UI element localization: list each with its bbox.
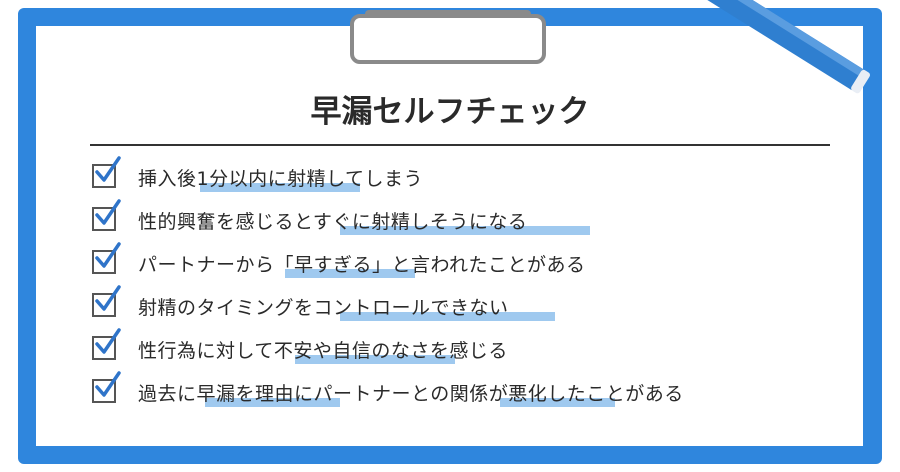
checklist-item-text: 性的興奮を感じるとすぐに射精しそうになる [138, 211, 528, 233]
checkmark-icon [95, 156, 121, 182]
clipboard-clip-icon [350, 14, 546, 64]
checklist-item-text: パートナーから「早すぎる」と言われたことがある [138, 254, 586, 276]
title-divider [90, 144, 830, 146]
checklist-paper [36, 26, 863, 446]
checkbox [92, 156, 121, 188]
checkmark-icon [95, 199, 121, 225]
checkmark-icon [95, 242, 121, 268]
page-title: 早漏セルフチェック [310, 94, 590, 130]
checkbox [92, 371, 121, 403]
checkbox [92, 285, 121, 317]
checklist-item-text: 挿入後1分以内に射精してしまう [138, 168, 424, 190]
checkbox [92, 328, 121, 360]
highlight-4 [340, 312, 555, 321]
checklist-item-text: 過去に早漏を理由にパートナーとの関係が悪化したことがある [138, 383, 684, 405]
checkmark-icon [95, 371, 121, 397]
highlight-2 [340, 226, 590, 235]
highlight-6b [500, 398, 615, 407]
checkbox [92, 199, 121, 231]
highlight-3 [285, 269, 415, 278]
checkmark-icon [95, 328, 121, 354]
checklist-item-text: 射精のタイミングをコントロールできない [138, 297, 509, 319]
highlight-5 [295, 355, 455, 364]
checkmark-icon [95, 285, 121, 311]
checkbox [92, 242, 121, 274]
highlight-6a [205, 398, 340, 407]
checklist-item-text: 性行為に対して不安や自信のなさを感じる [138, 340, 508, 362]
highlight-1 [200, 183, 360, 192]
